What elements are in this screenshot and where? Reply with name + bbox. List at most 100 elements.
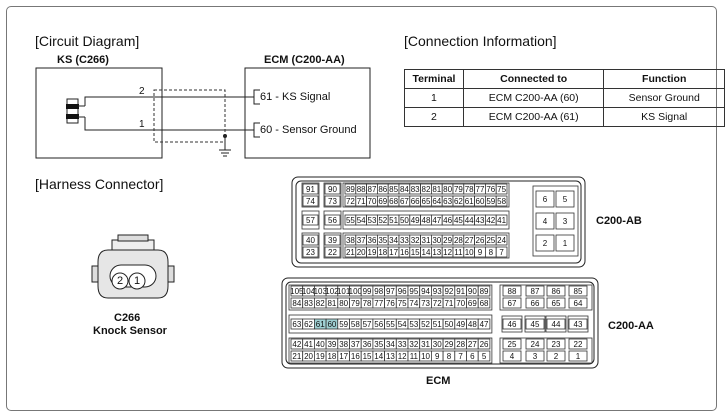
connector-pin-number: 85 (574, 287, 583, 296)
connector-pin-cell (502, 285, 522, 297)
connector-pin-number: 58 (497, 197, 506, 206)
connector-pin-number: 41 (497, 216, 506, 225)
connector-pin-cell (525, 350, 545, 362)
table-row: 2 ECM C200-AA (61) KS Signal (404, 107, 725, 127)
connector-pin-number: 6 (543, 195, 548, 204)
connector-pin-number: 67 (400, 197, 409, 206)
connector-pin-number: 105 (290, 287, 304, 296)
connector-pin-number: 26 (480, 340, 489, 349)
connector-pin-number: 30 (432, 236, 441, 245)
connector-pin-number: 51 (433, 320, 442, 329)
connector-pin-number: 21 (292, 352, 301, 361)
connector-pin-number: 82 (422, 185, 431, 194)
connector-pin-number: 56 (374, 320, 383, 329)
connector-pin-number: 25 (486, 236, 495, 245)
connector-pin-number: 82 (316, 299, 325, 308)
connector-pin-number: 55 (346, 216, 355, 225)
pin-group-outline (567, 315, 589, 333)
connector-pin-number: 73 (421, 299, 430, 308)
connector-pin-number: 29 (443, 236, 452, 245)
ks-pin-2-label: 2 (139, 86, 145, 97)
connector-pin-number: 18 (378, 248, 387, 257)
connector-pin-number: 46 (443, 216, 452, 225)
connector-pin-cell (302, 214, 319, 226)
connector-pin-number: 91 (306, 185, 315, 194)
connector-pin-number: 47 (432, 216, 441, 225)
connector-pin-number: 62 (304, 320, 313, 329)
connector-pin-number: 37 (351, 340, 360, 349)
connector-pin-number: 18 (327, 352, 336, 361)
connector-pin-number: 60 (327, 320, 336, 329)
connector-pin-number: 47 (480, 320, 489, 329)
connector-pin-number: 72 (346, 197, 355, 206)
connector-pin-number: 88 (357, 185, 366, 194)
connector-pin-number: 21 (346, 248, 355, 257)
col-function: Function (603, 69, 725, 89)
connector-pin-number: 6 (470, 352, 475, 361)
connector-pin-cell (324, 246, 341, 258)
connector-pin-number: 65 (422, 197, 431, 206)
connector-pin-cell (555, 234, 575, 252)
connector-pin-number: 70 (456, 299, 465, 308)
connector-pin-number: 34 (386, 340, 395, 349)
connector-pin-number: 74 (409, 299, 418, 308)
connector-pin-cell (495, 214, 508, 226)
connector-pin-number: 57 (306, 216, 315, 225)
connector-pin-cell (546, 318, 566, 330)
connector-pin-cell (324, 234, 341, 246)
connector-pin-number: 92 (444, 287, 453, 296)
connector-pin-cell (477, 338, 491, 350)
diagram-frame (6, 6, 717, 411)
connector-pin-number: 72 (433, 299, 442, 308)
connector-pin-number: 9 (478, 248, 483, 257)
pin-group-outline (288, 337, 493, 364)
connector-pin-number: 49 (411, 216, 420, 225)
connector-pin-number: 36 (363, 340, 372, 349)
pin-group-outline (288, 314, 493, 334)
connector-pin-number: 8 (447, 352, 452, 361)
connector-pin-number: 16 (400, 248, 409, 257)
connector-pin-number: 66 (531, 299, 540, 308)
connector-pin-number: 44 (465, 216, 474, 225)
pin-group-outline (288, 284, 493, 311)
connector-pin-cell (555, 212, 575, 230)
connector-pin-number: 67 (508, 299, 517, 308)
connector-pin-cell (502, 297, 522, 309)
connector-pin-cell (477, 350, 491, 362)
connector-pin-cell (477, 297, 491, 309)
connector-pin-number: 83 (304, 299, 313, 308)
c200-aa-label: C200-AA (608, 320, 654, 332)
pin-group-outline (499, 337, 593, 364)
pin-group-outline (342, 210, 510, 230)
connector-pin-number: 69 (378, 197, 387, 206)
sensor-ground-label: 60 - Sensor Ground (260, 124, 357, 136)
connector-pin-number: 19 (316, 352, 325, 361)
connector-pin-number: 38 (346, 236, 355, 245)
connector-pin-number: 25 (508, 340, 517, 349)
connector-pin-number: 99 (363, 287, 372, 296)
connector-pin-number: 43 (574, 320, 583, 329)
connector-pin-cell (535, 190, 555, 208)
cell-function: KS Signal (603, 107, 725, 127)
ecm-box (244, 67, 371, 159)
connector-pin-number: 51 (389, 216, 398, 225)
connector-pin-number: 7 (499, 248, 504, 257)
connector-pin-number: 32 (409, 340, 418, 349)
ecm-label: ECM (426, 375, 451, 387)
connector-pin-cell (546, 285, 566, 297)
connector-pin-number: 76 (486, 185, 495, 194)
cell-terminal: 1 (404, 88, 464, 108)
connector-pin-number: 74 (306, 197, 315, 206)
connector-pin-number: 3 (533, 352, 538, 361)
connector-pin-number: 14 (422, 248, 431, 257)
connector-pin-cell (477, 318, 491, 330)
connector-pin-number: 54 (398, 320, 407, 329)
pin-group-outline (323, 232, 342, 259)
connector-pin-number: 11 (410, 352, 419, 361)
pin-group-outline (501, 315, 523, 333)
connector-pin-number: 65 (552, 299, 561, 308)
ks-pin-2 (111, 272, 129, 290)
connector-pin-number: 75 (497, 185, 506, 194)
